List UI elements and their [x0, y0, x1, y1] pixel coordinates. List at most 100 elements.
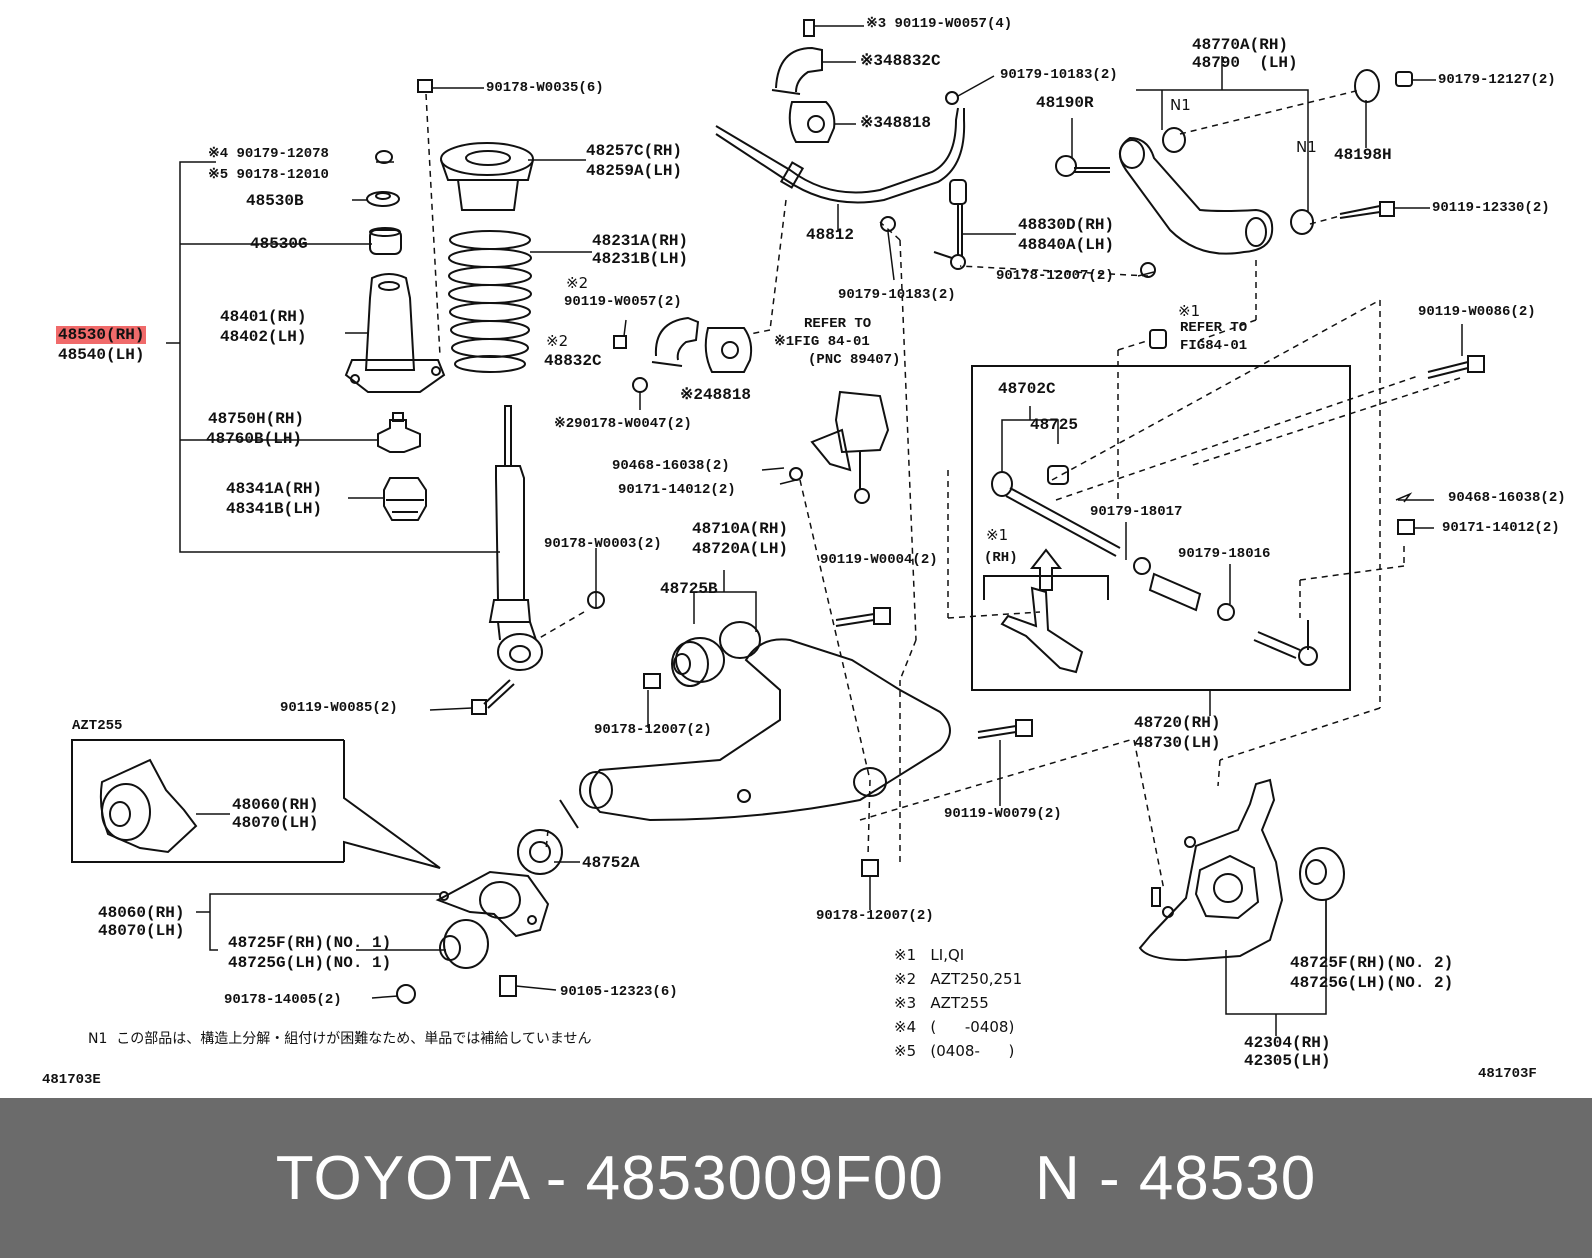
label-48341A: 48341A(RH) [226, 480, 323, 498]
bolt-90119-W0004 [835, 607, 891, 627]
nut-90178-W0035 [417, 79, 433, 93]
label-42305: 42305(LH) [1244, 1052, 1331, 1070]
label-n1-upper: N1 [1170, 96, 1191, 114]
label-90179-18017: 90179-18017 [1090, 504, 1183, 520]
label-90119-W0085: 90119-W0085(2) [280, 700, 398, 716]
label-48832C-x2: 48832C [544, 352, 602, 370]
label-90468-16038-b: 90468-16038(2) [1448, 490, 1566, 506]
bolt-carrier [1151, 887, 1161, 907]
label-48752A: 48752A [582, 854, 640, 872]
link-48830D [933, 179, 967, 270]
footer-part-title: TOYOTA - 4853009F00 N - 48530 [275, 1143, 1317, 1213]
label-48257C: 48257C(RH) [586, 142, 683, 160]
dust-cover-48401 [344, 273, 446, 393]
label-fig-84-01-b: FIG84-01 [1180, 338, 1248, 354]
figure-code-right: 481703F [1478, 1066, 1537, 1082]
nut-90179-10183-mid [880, 216, 896, 232]
label-90178-12007-bot: 90178-12007(2) [816, 908, 934, 924]
bushing-48818-top [788, 101, 836, 143]
label-48725F-no1: 48725F(RH)(NO. 1) [228, 934, 392, 952]
bolt-48190R [1055, 155, 1110, 177]
label-48530-rh: 48530(RH) [56, 326, 147, 344]
nut-90178-12007-bot [861, 859, 879, 877]
label-90171-14012-a: 90171-14012(2) [618, 482, 736, 498]
bolt-90119-12330 [1339, 201, 1395, 219]
label-48725G-no2: 48725G(LH)(NO. 2) [1290, 974, 1454, 992]
label-48190R: 48190R [1036, 94, 1094, 112]
label-90119-W0086: 90119-W0086(2) [1418, 304, 1536, 320]
label-90178-W0035: 90178-W0035(6) [486, 80, 604, 96]
label-48770A: 48770A(RH) [1192, 36, 1289, 54]
parts-diagram: ※3 90119-W0057(4) ※348832C ※348818 90179… [42, 16, 1566, 1088]
upper-arm-48770A [1119, 127, 1314, 255]
nut-90178-W0047 [632, 377, 648, 393]
label-48401: 48401(RH) [220, 308, 307, 326]
lower-arm-48710A [579, 621, 951, 822]
bushing-48818-mid [704, 327, 753, 373]
label-42304: 42304(RH) [1244, 1034, 1331, 1052]
nut-90171-14012-mid [789, 467, 803, 481]
label-48198H: 48198H [1334, 146, 1392, 164]
label-90468-16038-a: 90468-16038(2) [612, 458, 730, 474]
label-90178-12007-top: 90178-12007(2) [996, 268, 1114, 284]
bolt-90119-W0057-mid [613, 335, 627, 349]
label-90178-12010: ※5 90178-12010 [208, 167, 329, 183]
label-90171-14012-b: 90171-14012(2) [1442, 520, 1560, 536]
label-48231A: 48231A(RH) [592, 232, 689, 250]
label-rh: (RH) [984, 550, 1018, 566]
cam-48198H [1354, 69, 1380, 103]
nut-90178-12007-top [1140, 262, 1156, 278]
label-48259A: 48259A(LH) [586, 162, 683, 180]
label-48231B: 48231B(LH) [592, 250, 689, 268]
label-48530G: 48530G [250, 235, 308, 253]
nut-90171-14012-right [1397, 519, 1415, 535]
label-48720A: 48720A(LH) [692, 540, 789, 558]
label-48702C: 48702C [998, 380, 1056, 398]
label-90119-12330: 90119-12330(2) [1432, 200, 1550, 216]
label-48710A: 48710A(RH) [692, 520, 789, 538]
label-48818-x3: ※348818 [860, 114, 932, 132]
nut-90179-12127 [1395, 71, 1413, 87]
stabilizer-bar-48812 [715, 107, 966, 204]
label-x2-a: ※2 [566, 274, 589, 292]
legend-x3: ※3 AZT255 [894, 994, 989, 1012]
label-refer-to-2: REFER TO [1180, 320, 1248, 336]
label-48725B: 48725B [660, 580, 718, 598]
label-48060-inset: 48060(RH) [232, 796, 319, 814]
note-n1: N1 この部品は、構造上分解・組付けが困難なため、単品では補給していません [88, 1031, 592, 1047]
label-90119-W0079: 90119-W0079(2) [944, 806, 1062, 822]
label-48720-rh: 48720(RH) [1134, 714, 1221, 732]
label-48060-bottom: 48060(RH) [98, 904, 185, 922]
label-48530B: 48530B [246, 192, 304, 210]
carrier-42304 [1138, 778, 1284, 962]
bolt-90119-W0079 [977, 719, 1033, 739]
bound-stopper-48530G [369, 227, 402, 255]
label-48750H: 48750H(RH) [208, 410, 305, 428]
label-90179-12127: 90179-12127(2) [1438, 72, 1556, 88]
label-48790: 48790 (LH) [1192, 54, 1298, 72]
label-90119-W0057-2: 90119-W0057(2) [564, 294, 682, 310]
bracket-48832C-mid [651, 316, 700, 367]
label-48760B: 48760B(LH) [206, 430, 303, 448]
label-48830D: 48830D(RH) [1018, 216, 1115, 234]
bushing-48725F-no2 [1299, 847, 1345, 901]
footer-bar: TOYOTA - 4853009F00 N - 48530 [0, 1098, 1592, 1258]
label-48725F-no2: 48725F(RH)(NO. 2) [1290, 954, 1454, 972]
legend-x4: ※4 ( -0408) [894, 1018, 1015, 1036]
bracket-48832C-top [771, 19, 823, 95]
label-90178-W0003: 90178-W0003(2) [544, 536, 662, 552]
bolt-90119-W0086 [1427, 355, 1485, 379]
bracket-48060-bottom [435, 870, 550, 938]
label-pnc-89407: (PNC 89407) [808, 352, 901, 368]
bumper-48341A [383, 477, 427, 521]
label-90179-10183-b: 90179-10183(2) [838, 287, 956, 303]
label-azt255: AZT255 [72, 718, 123, 734]
diagram-drawing [71, 19, 1485, 1036]
legend-x5: ※5 (0408- ) [894, 1042, 1015, 1060]
nut-90179-10183-top [945, 91, 959, 105]
label-48070-inset: 48070(LH) [232, 814, 319, 832]
label-90119-W0004: 90119-W0004(2) [820, 552, 938, 568]
bolt-90119-W0085 [471, 679, 515, 715]
label-90179-18016: 90179-18016 [1178, 546, 1271, 562]
